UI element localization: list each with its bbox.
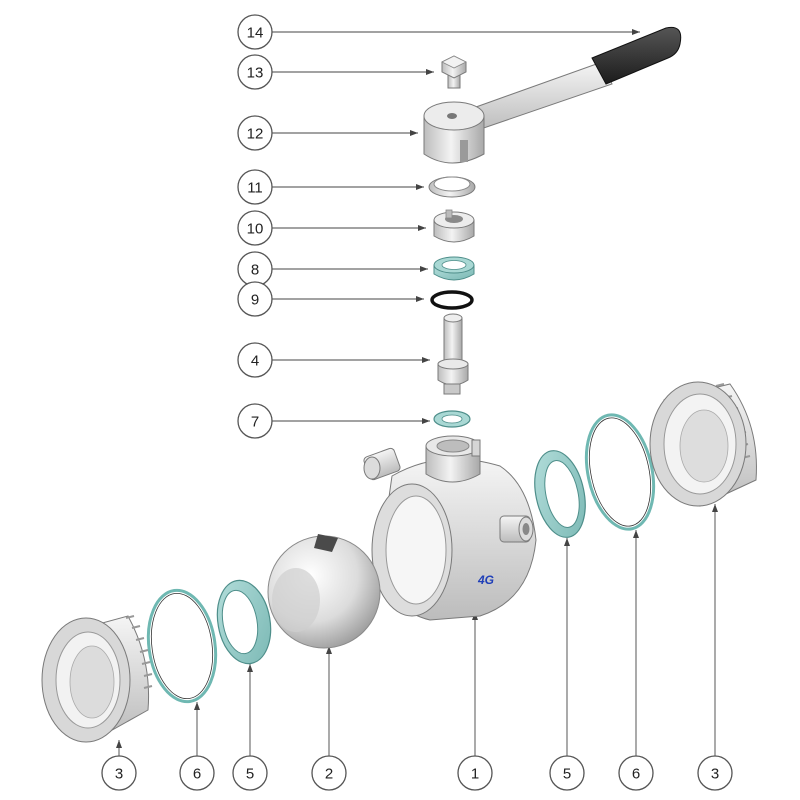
leader-lines bbox=[116, 29, 718, 756]
callout-bottom-2-label: 2 bbox=[325, 766, 333, 783]
callout-bottom-2: 2 bbox=[311, 755, 347, 791]
callout-14-label: 14 bbox=[247, 25, 264, 42]
bolt-part-13 bbox=[441, 55, 467, 89]
callout-10-label: 10 bbox=[247, 221, 264, 238]
stem-part-4 bbox=[437, 313, 469, 395]
ring-part-11 bbox=[428, 176, 476, 198]
callout-bottom-3-left-label: 3 bbox=[115, 766, 123, 783]
callout-bottom-3-left: 3 bbox=[101, 755, 137, 791]
seat-left-part-5 bbox=[216, 579, 272, 665]
callout-7-label: 7 bbox=[251, 414, 259, 431]
callout-12-label: 12 bbox=[247, 126, 264, 143]
o-ring-left-part-6 bbox=[146, 588, 218, 704]
callout-bottom-6-right-label: 6 bbox=[632, 766, 640, 783]
callout-4-label: 4 bbox=[251, 353, 259, 370]
handle-hub-part-12 bbox=[423, 101, 485, 164]
o-ring-black-part-9 bbox=[430, 290, 474, 310]
callout-bottom-1: 1 bbox=[457, 755, 493, 791]
thrust-seal-part-7 bbox=[433, 410, 471, 428]
callout-9-label: 9 bbox=[251, 292, 259, 309]
callout-bottom-5-left: 5 bbox=[232, 755, 268, 791]
callout-10: 10 bbox=[237, 210, 273, 246]
callout-4: 4 bbox=[237, 342, 273, 378]
callout-7: 7 bbox=[237, 403, 273, 439]
callout-14: 14 bbox=[237, 14, 273, 50]
callout-8-label: 8 bbox=[251, 262, 259, 279]
o-ring-right-part-6 bbox=[584, 413, 656, 531]
valve-body-part-1 bbox=[363, 435, 537, 621]
callout-11: 11 bbox=[237, 169, 273, 205]
stem-seal-part-8 bbox=[433, 256, 475, 281]
callout-9: 9 bbox=[237, 281, 273, 317]
callout-bottom-6-left: 6 bbox=[179, 755, 215, 791]
handle-lever-part-14 bbox=[461, 26, 682, 133]
callout-13-label: 13 bbox=[247, 65, 264, 82]
callout-11-label: 11 bbox=[247, 180, 263, 197]
callout-8: 8 bbox=[237, 251, 273, 287]
body-logo: 4G bbox=[477, 573, 494, 587]
gland-nut-part-10 bbox=[433, 209, 475, 243]
callout-12: 12 bbox=[237, 115, 273, 151]
callout-bottom-3-right-label: 3 bbox=[711, 766, 719, 783]
callout-bottom-5-right: 5 bbox=[549, 755, 585, 791]
ball-part-2 bbox=[267, 534, 381, 649]
callout-bottom-1-label: 1 bbox=[471, 766, 479, 783]
callout-13: 13 bbox=[237, 54, 273, 90]
seat-right-part-5 bbox=[534, 450, 586, 538]
end-fitting-left-part-3 bbox=[41, 615, 153, 743]
callout-bottom-5-right-label: 5 bbox=[563, 766, 571, 783]
end-fitting-right-part-3 bbox=[649, 381, 757, 507]
callout-bottom-6-right: 6 bbox=[618, 755, 654, 791]
callout-bottom-3-right: 3 bbox=[697, 755, 733, 791]
callout-bottom-6-left-label: 6 bbox=[193, 766, 201, 783]
callout-bottom-5-left-label: 5 bbox=[246, 766, 254, 783]
